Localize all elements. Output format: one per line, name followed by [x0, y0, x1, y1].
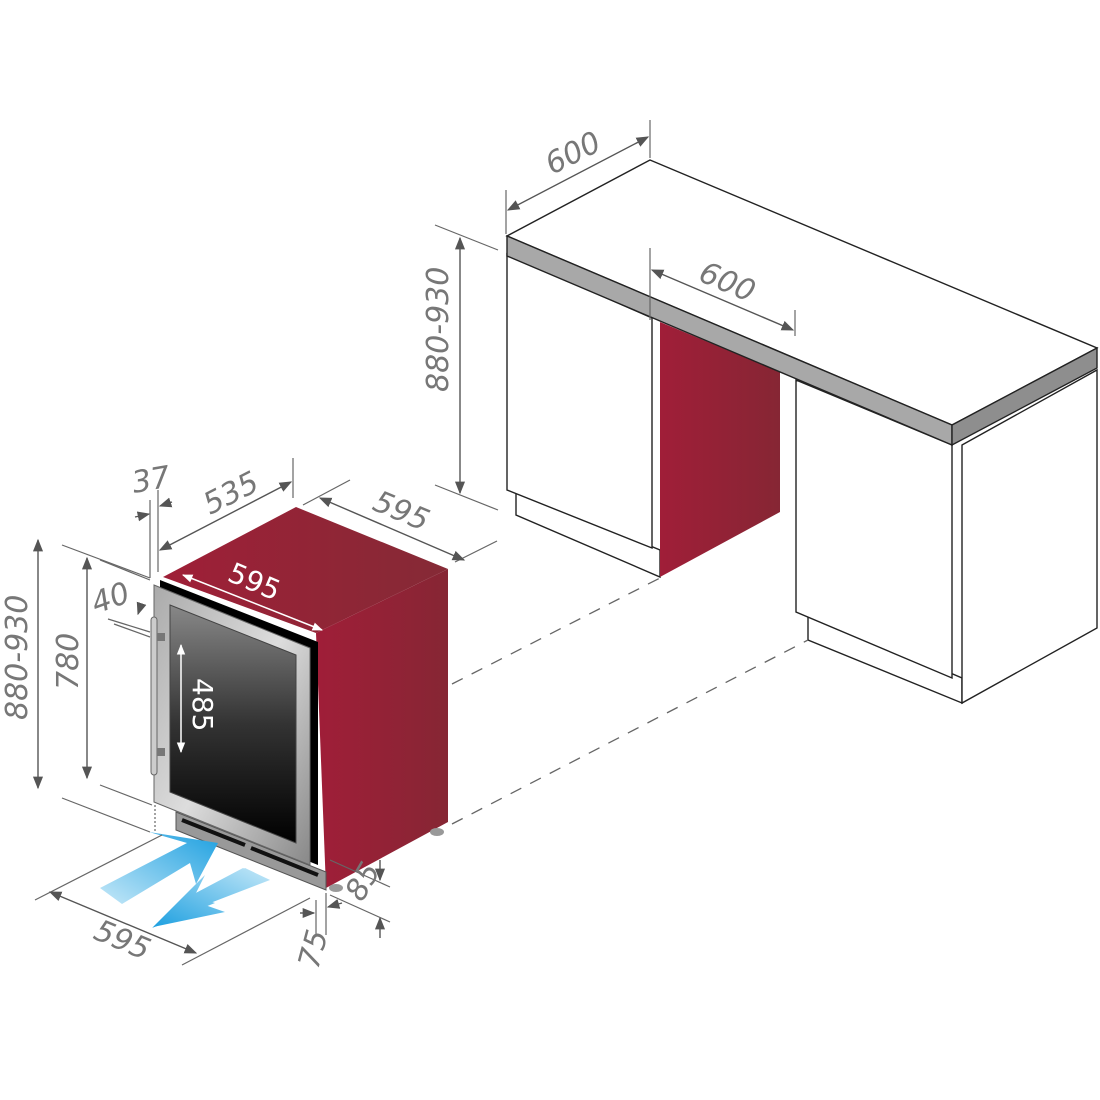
handle-mount — [157, 633, 165, 641]
wine-cooler — [150, 507, 448, 892]
kitchen-cabinets — [505, 159, 1099, 705]
airflow-in-arrow-icon — [100, 832, 218, 904]
label-total-depth: 595 — [368, 484, 434, 539]
label-total-height: 880-930 — [0, 595, 35, 720]
guide-line-top — [451, 577, 661, 685]
label-niche-height: 880-930 — [421, 267, 456, 392]
niche-red-back — [660, 322, 780, 577]
handle-mount — [157, 748, 165, 756]
door-glass — [169, 604, 297, 844]
label-handle-offset: 40 — [87, 576, 135, 622]
right-cabinet-side — [961, 368, 1098, 705]
label-counter-depth: 600 — [540, 125, 607, 182]
vent-slot — [181, 818, 246, 847]
countertop-side-edge — [951, 346, 1098, 447]
label-body-height: 780 — [51, 633, 86, 690]
cooler-foot — [329, 884, 343, 892]
door-handle[interactable] — [150, 616, 158, 776]
dim-width-arrow-white — [182, 574, 323, 631]
airflow-out-arrow-icon — [153, 868, 270, 927]
vent-slot — [250, 846, 319, 877]
dimension-lines — [32, 120, 796, 966]
label-front-width: 595 — [89, 913, 155, 968]
cooler-side — [316, 569, 448, 888]
label-door-offset: 37 — [129, 460, 173, 501]
cooler-foot — [430, 828, 444, 836]
label-plinth-depth: 75 — [292, 926, 336, 972]
guide-line-bottom — [451, 639, 809, 825]
label-glass-height: 485 — [186, 678, 219, 731]
